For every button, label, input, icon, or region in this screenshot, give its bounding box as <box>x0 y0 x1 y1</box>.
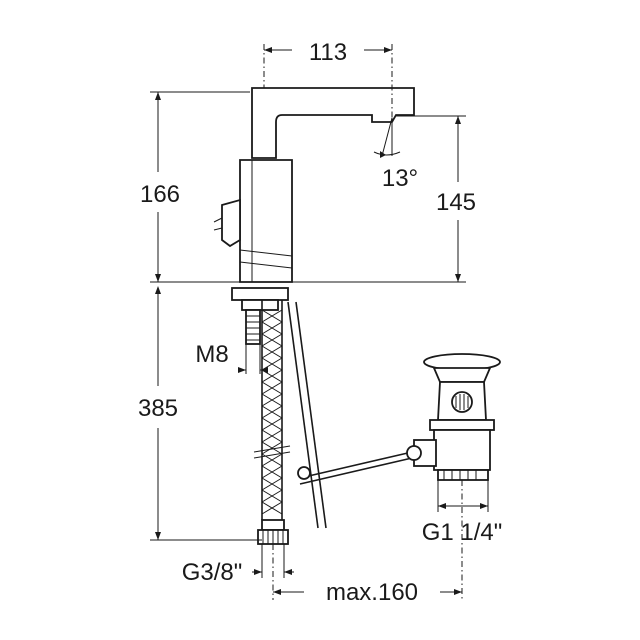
hose-length-label: 385 <box>138 395 178 422</box>
braided-hose <box>253 300 291 545</box>
spout-reach-label: 113 <box>309 39 347 66</box>
waste-valve <box>406 353 501 481</box>
popup-rods <box>287 301 413 529</box>
hose-connection-label: G3/8" <box>182 559 243 586</box>
dimension-lines <box>150 44 489 600</box>
faucet-body <box>213 87 415 345</box>
thread-size-label: M8 <box>195 341 228 368</box>
waste-connection-label: G1 1/4" <box>422 519 503 546</box>
spout-height-label: 145 <box>436 189 476 216</box>
spout-angle-label: 13° <box>382 165 418 192</box>
rod-length-label: max.160 <box>326 579 418 606</box>
total-height-label: 166 <box>140 181 180 208</box>
